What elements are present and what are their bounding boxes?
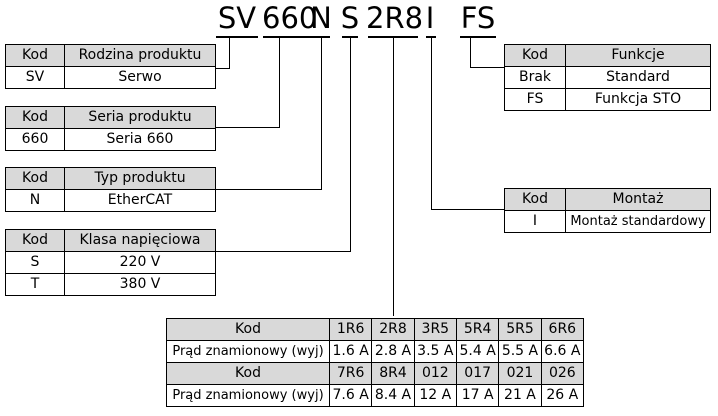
table-cell: Serwo [64, 66, 216, 89]
code-segment-sv: SV [217, 1, 257, 35]
connector-line [431, 38, 432, 209]
table-cell: Standard [565, 66, 711, 89]
table-cell: 6.6 A [540, 340, 585, 363]
table-cell: 26 A [540, 384, 585, 407]
table-header-cell: Kod [504, 188, 566, 211]
segment-underline [426, 36, 436, 38]
rated-current-table: Kod 1R6 2R8 3R5 5R4 5R5 6R6 Prąd znamion… [166, 318, 585, 407]
table-cell: 1.6 A [328, 340, 373, 363]
connector-line [350, 38, 351, 251]
table-cell: 17 A [455, 384, 500, 407]
table-header-cell: Kod [504, 44, 566, 67]
segment-underline [460, 36, 496, 38]
table-cell: Brak [504, 66, 566, 89]
product-series-table: Kod Seria produktu 660 Seria 660 [5, 106, 216, 151]
connector-line [229, 38, 230, 68]
code-segment-i: I [425, 1, 435, 35]
segment-underline [312, 36, 330, 38]
table-header-cell: Seria produktu [64, 106, 216, 129]
code-segment-s: S [340, 1, 360, 35]
connector-line [279, 38, 280, 127]
table-cell: 3.5 A [413, 340, 457, 363]
table-header-cell: Kod [5, 44, 65, 67]
table-cell: 660 [5, 128, 65, 151]
connector-line [470, 38, 471, 67]
table-cell: 5.5 A [498, 340, 542, 363]
table-header-cell: 017 [455, 362, 500, 385]
table-cell: T [5, 273, 65, 296]
table-cell: SV [5, 66, 65, 89]
table-header-cell: Klasa napięciowa [64, 229, 216, 252]
table-cell: Seria 660 [64, 128, 216, 151]
table-header-cell: Kod [5, 229, 65, 252]
table-header-cell: Rodzina produktu [64, 44, 216, 67]
table-cell: 7.6 A [328, 384, 373, 407]
table-cell: Montaż standardowy [565, 210, 711, 233]
connector-line [393, 38, 394, 316]
segment-underline [342, 36, 358, 38]
table-header-cell: 8R4 [371, 362, 415, 385]
mounting-table: Kod Montaż I Montaż standardowy [504, 188, 711, 233]
table-header-cell: Typ produktu [64, 167, 216, 190]
table-header-cell: 2R8 [371, 318, 415, 341]
table-cell: 220 V [64, 251, 216, 274]
table-header-cell: 6R6 [540, 318, 585, 341]
table-header-cell: 5R4 [455, 318, 500, 341]
table-header-cell: Kod [5, 106, 65, 129]
table-header-cell: Funkcje [565, 44, 711, 67]
connector-line [321, 38, 322, 189]
table-header-cell: 021 [498, 362, 542, 385]
table-header-cell: 7R6 [328, 362, 373, 385]
table-cell: N [5, 189, 65, 212]
table-cell: 8.4 A [371, 384, 415, 407]
table-cell: Prąd znamionowy (wyj) [166, 340, 330, 363]
table-cell: S [5, 251, 65, 274]
table-cell: EtherCAT [64, 189, 216, 212]
table-cell: 12 A [413, 384, 457, 407]
table-header-cell: 3R5 [413, 318, 457, 341]
table-header-cell: Kod [166, 318, 330, 341]
table-header-cell: Kod [166, 362, 330, 385]
table-cell: 21 A [498, 384, 542, 407]
segment-underline [263, 36, 313, 38]
connector-line [431, 209, 504, 210]
functions-table: Kod Funkcje Brak Standard FS Funkcja STO [504, 44, 711, 111]
table-header-cell: 012 [413, 362, 457, 385]
table-cell: 5.4 A [455, 340, 500, 363]
product-type-table: Kod Typ produktu N EtherCAT [5, 167, 216, 212]
segment-underline [216, 36, 258, 38]
table-cell: I [504, 210, 566, 233]
code-segment-2r8: 2R8 [366, 1, 424, 35]
table-cell: 2.8 A [371, 340, 415, 363]
product-family-table: Kod Rodzina produktu SV Serwo [5, 44, 216, 89]
table-header-cell: Montaż [565, 188, 711, 211]
table-header-cell: Kod [5, 167, 65, 190]
code-segment-660: 660 [262, 1, 318, 35]
voltage-class-table: Kod Klasa napięciowa S 220 V T 380 V [5, 229, 216, 296]
connector-line [215, 189, 322, 190]
code-segment-fs: FS [460, 1, 496, 35]
connector-line [215, 251, 351, 252]
connector-line [215, 127, 280, 128]
table-header-cell: 5R5 [498, 318, 542, 341]
table-cell: FS [504, 88, 566, 111]
segment-underline [368, 36, 418, 38]
table-cell: Funkcja STO [565, 88, 711, 111]
table-cell: Prąd znamionowy (wyj) [166, 384, 330, 407]
table-cell: 380 V [64, 273, 216, 296]
connector-line [470, 67, 504, 68]
table-header-cell: 026 [540, 362, 585, 385]
connector-line [215, 68, 230, 69]
table-header-cell: 1R6 [328, 318, 373, 341]
code-segment-n: N [310, 1, 332, 35]
